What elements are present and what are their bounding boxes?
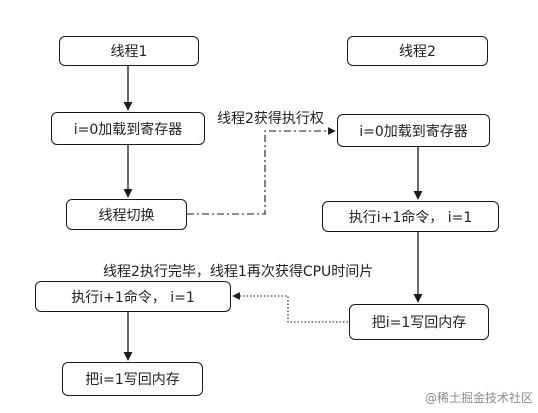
- label-thread2-gets-execution: 线程2获得执行权: [217, 108, 324, 128]
- node-thread1-switch: 线程切换: [66, 199, 187, 230]
- edge-switch-to-thread2: [187, 127, 336, 215]
- node-thread2-load: i=0加载到寄存器: [337, 114, 490, 147]
- node-thread2-exec: 执行i+1命令， i=1: [322, 201, 499, 232]
- node-thread1-exec: 执行i+1命令， i=1: [35, 281, 231, 312]
- watermark: @稀土掘金技术社区: [425, 391, 534, 405]
- node-thread2: 线程2: [347, 36, 488, 66]
- edge-return-to-thread1: [232, 292, 348, 323]
- node-thread1: 线程1: [59, 36, 199, 66]
- label-thread1-gets-cpu-again: 线程2执行完毕，线程1再次获得CPU时间片: [103, 261, 374, 281]
- node-thread1-write: 把i=1写回内存: [62, 362, 203, 396]
- node-thread2-write: 把i=1写回内存: [349, 304, 489, 340]
- node-thread1-load: i=0加载到寄存器: [51, 112, 205, 145]
